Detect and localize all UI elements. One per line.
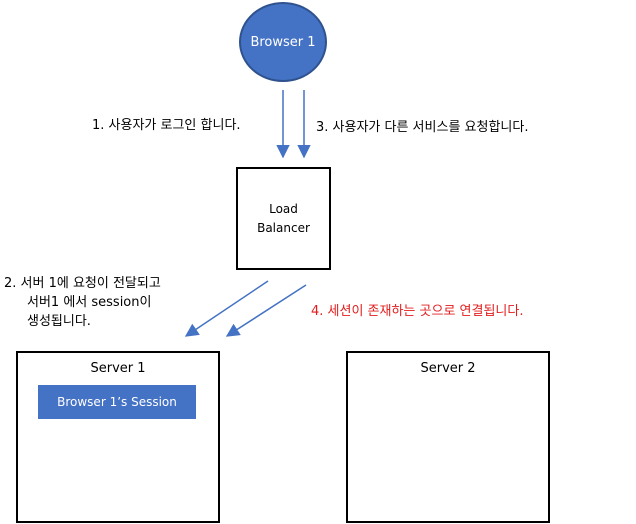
step-2-line-3: 생성됩니다. (27, 314, 91, 329)
load-balancer-line-1: Load (269, 201, 298, 216)
server-1-title: Server 1 (90, 361, 146, 376)
step-3-label: 3. 사용자가 다른 서비스를 요청합니다. (316, 120, 529, 135)
step-4-label: 4. 세션이 존재하는 곳으로 연결됩니다. (311, 304, 524, 319)
browser-node: Browser 1 (239, 2, 327, 82)
step-2-line-2: 서버1 에서 session이 (27, 295, 152, 310)
browser-label: Browser 1 (250, 34, 316, 50)
arrow-lb-to-server1-2 (184, 280, 269, 337)
step-1-label: 1. 사용자가 로그인 합니다. (92, 118, 241, 133)
step-2-label: 2. 서버 1에 요청이 전달되고 서버1 에서 session이 생성됩니다. (4, 274, 161, 331)
server-2-title: Server 2 (420, 361, 476, 376)
arrow-lb-to-server1-4 (225, 284, 307, 337)
server-2-node: Server 2 (346, 351, 550, 523)
server-1-node: Server 1 Browser 1’s Session (16, 351, 220, 523)
session-label: Browser 1’s Session (57, 395, 177, 409)
load-balancer-line-2: Balancer (257, 220, 310, 235)
browser-1-session: Browser 1’s Session (38, 385, 196, 419)
step-2-line-1: 2. 서버 1에 요청이 전달되고 (4, 276, 161, 291)
load-balancer-node: Load Balancer (236, 167, 331, 270)
